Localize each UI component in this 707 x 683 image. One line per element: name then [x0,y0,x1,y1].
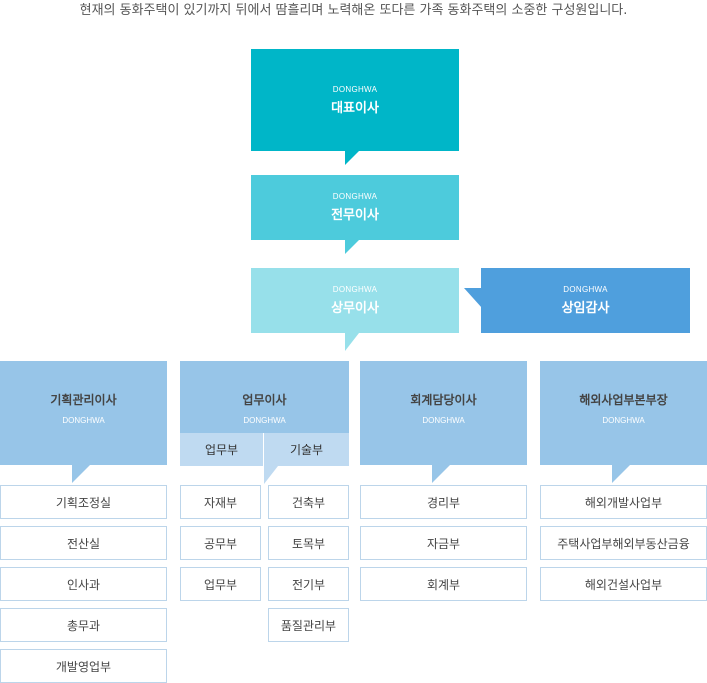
ceo-pointer [345,151,359,165]
division-overseas-en: DONGHWA [602,416,645,425]
team-computing: 전산실 [0,526,167,560]
division-overseas-title: 해외사업부본부장 [579,393,668,407]
division-planning-title: 기획관리이사 [50,393,117,407]
division-business-pointer [264,466,278,484]
team-planning-coordination: 기획조정실 [0,485,167,519]
team-general-affairs: 총무과 [0,608,167,642]
managing-title: 상무이사 [331,301,379,316]
auditor-box: DONGHWA 상임감사 [481,268,690,333]
team-quality-control: 품질관리부 [268,608,349,642]
division-accounting-title: 회계담당이사 [410,393,477,407]
division-overseas-pointer [612,465,630,483]
team-accounting: 회계부 [360,567,527,601]
team-electrical: 전기부 [268,567,349,601]
team-civil-engineering: 토목부 [268,526,349,560]
division-planning-en: DONGHWA [62,416,105,425]
team-public-works: 공무부 [180,526,261,560]
ceo-en-label: DONGHWA [332,84,378,94]
senior-title: 전무이사 [331,208,379,223]
senior-en-label: DONGHWA [332,192,378,201]
team-housing-overseas-realestate: 주택사업부해외부동산금융 [540,526,707,560]
auditor-en-label: DONGHWA [563,285,608,294]
managing-director-box: DONGHWA 상무이사 [251,268,459,333]
auditor-title: 상임감사 [561,301,610,316]
team-development-sales: 개발영업부 [0,649,167,683]
division-accounting-pointer [432,465,450,483]
division-business-en: DONGHWA [243,416,286,425]
team-finance: 경리부 [360,485,527,519]
team-business: 업무부 [180,567,261,601]
managing-pointer [345,333,359,351]
division-business-title: 업무이사 [242,393,287,407]
division-planning-pointer [72,465,90,483]
auditor-pointer [464,288,482,308]
team-materials: 자재부 [180,485,261,519]
division-accounting-en: DONGHWA [422,416,465,425]
senior-director-box: DONGHWA 전무이사 [251,175,459,240]
team-hr: 인사과 [0,567,167,601]
division-planning: 기획관리이사 DONGHWA [0,361,167,465]
ceo-title: 대표이사 [331,100,379,116]
senior-pointer [345,240,359,254]
team-overseas-construction: 해외건설사업부 [540,567,707,601]
division-business: 업무이사 DONGHWA [180,361,349,433]
subtab-business-dept: 업무부 [180,433,264,466]
subtab-tech-dept: 기술부 [264,433,349,466]
intro-text: 현재의 동화주택이 있기까지 뒤에서 땀흘리며 노력해온 또다른 가족 동화주택… [79,3,628,18]
team-funds: 자금부 [360,526,527,560]
division-overseas: 해외사업부본부장 DONGHWA [540,361,707,465]
ceo-box: DONGHWA 대표이사 [251,49,459,151]
division-accounting: 회계담당이사 DONGHWA [360,361,527,465]
team-architecture: 건축부 [268,485,349,519]
team-overseas-development: 해외개발사업부 [540,485,707,519]
managing-en-label: DONGHWA [332,285,378,294]
